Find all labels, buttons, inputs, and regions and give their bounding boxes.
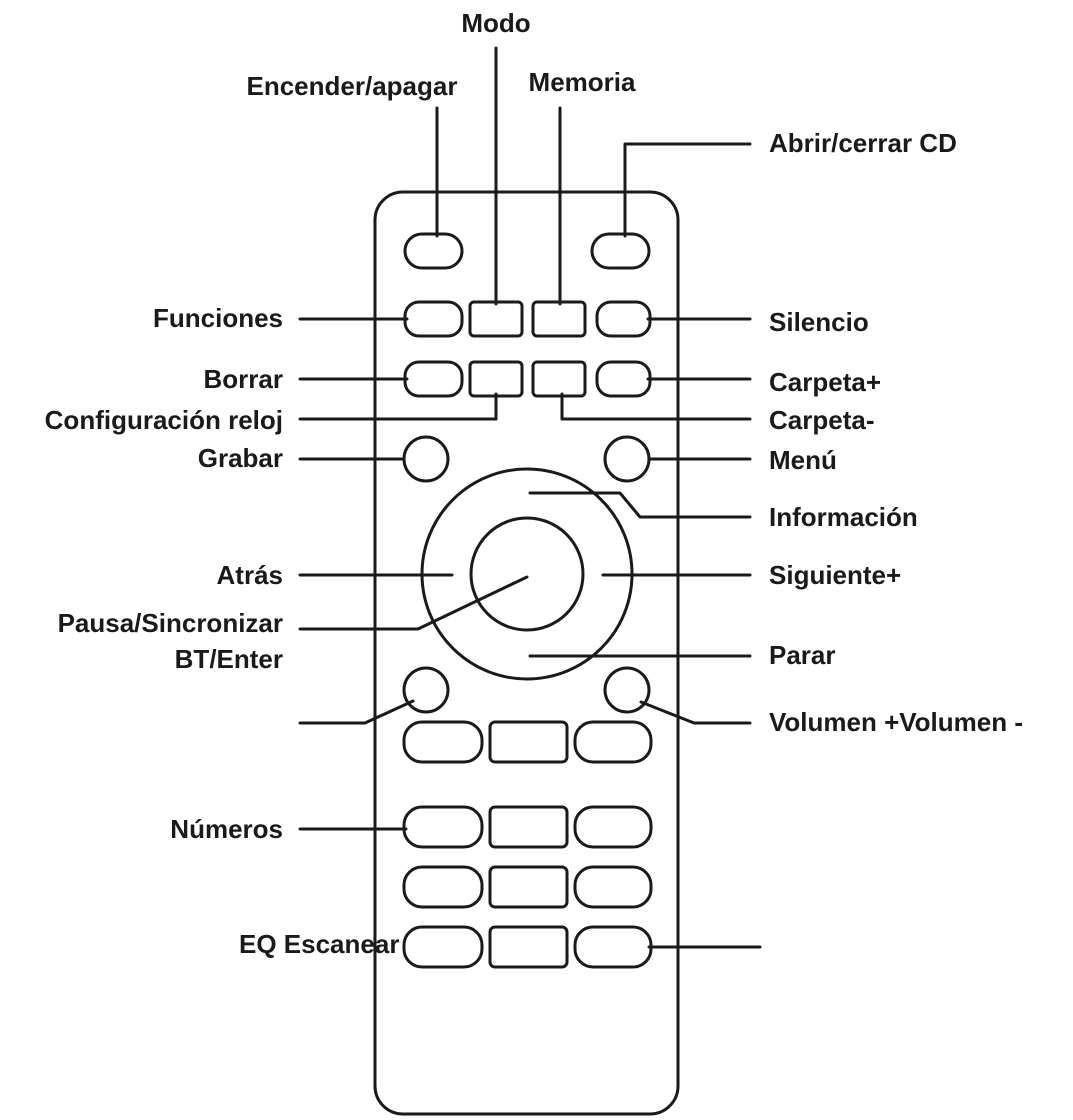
label-encender: Encender/apagar <box>247 71 458 101</box>
leader-line-carpeta-menos <box>560 392 752 421</box>
label-eq-escanear: EQ Escanear <box>239 929 399 959</box>
label-pausa: Pausa/Sincronizar <box>58 608 283 638</box>
funciones-button[interactable] <box>403 300 464 338</box>
number-button[interactable] <box>488 720 569 764</box>
leader-line-volumen-menos <box>298 699 415 725</box>
label-parar: Parar <box>769 640 836 670</box>
number-button[interactable] <box>573 720 653 764</box>
leader-line-pausa <box>298 575 529 631</box>
leader-line-abrir-cd <box>623 142 752 238</box>
menu-button[interactable] <box>603 435 651 483</box>
label-config-reloj: Configuración reloj <box>45 405 283 435</box>
grabar-button[interactable] <box>402 435 450 483</box>
label-borrar: Borrar <box>204 364 283 394</box>
number-button[interactable] <box>488 925 569 969</box>
number-button[interactable] <box>402 865 484 909</box>
config-reloj-button[interactable] <box>468 360 524 398</box>
number-button[interactable] <box>402 720 484 764</box>
carpeta-menos-button[interactable] <box>531 360 587 398</box>
label-bt-enter: BT/Enter <box>175 644 283 674</box>
modo-button[interactable] <box>468 300 524 338</box>
number-button[interactable] <box>573 805 653 849</box>
number-button[interactable] <box>488 805 569 849</box>
label-informacion: Información <box>769 502 918 532</box>
number-button[interactable] <box>573 865 653 909</box>
enter-button[interactable] <box>469 516 585 632</box>
label-grabar: Grabar <box>198 443 283 473</box>
label-carpeta-mas: Carpeta+ <box>769 367 881 397</box>
carpeta-mas-button[interactable] <box>595 360 652 398</box>
power-button[interactable] <box>403 232 464 270</box>
label-siguiente: Siguiente+ <box>769 560 901 590</box>
volumen-menos-button[interactable] <box>402 666 450 714</box>
memoria-button[interactable] <box>531 300 587 338</box>
label-numeros: Números <box>170 814 283 844</box>
scan-button[interactable] <box>573 925 653 969</box>
leader-line-informacion <box>528 491 752 519</box>
leader-line-volumen-mas <box>639 700 752 725</box>
volumen-mas-button[interactable] <box>603 666 651 714</box>
silencio-button[interactable] <box>595 300 652 338</box>
borrar-button[interactable] <box>403 360 464 398</box>
label-abrir-cd: Abrir/cerrar CD <box>769 128 957 158</box>
leader-line-config-reloj <box>298 392 498 421</box>
label-memoria: Memoria <box>529 67 636 97</box>
label-volumen: Volumen +Volumen - <box>769 707 1023 737</box>
label-menu: Menú <box>769 445 837 475</box>
label-funciones: Funciones <box>153 303 283 333</box>
cd-eject-button[interactable] <box>590 232 651 270</box>
label-carpeta-menos: Carpeta- <box>769 405 874 435</box>
label-modo: Modo <box>461 8 530 38</box>
label-silencio: Silencio <box>769 307 869 337</box>
number-button[interactable] <box>402 805 484 849</box>
number-button[interactable] <box>488 865 569 909</box>
eq-button[interactable] <box>402 925 484 969</box>
label-atras: Atrás <box>217 560 283 590</box>
